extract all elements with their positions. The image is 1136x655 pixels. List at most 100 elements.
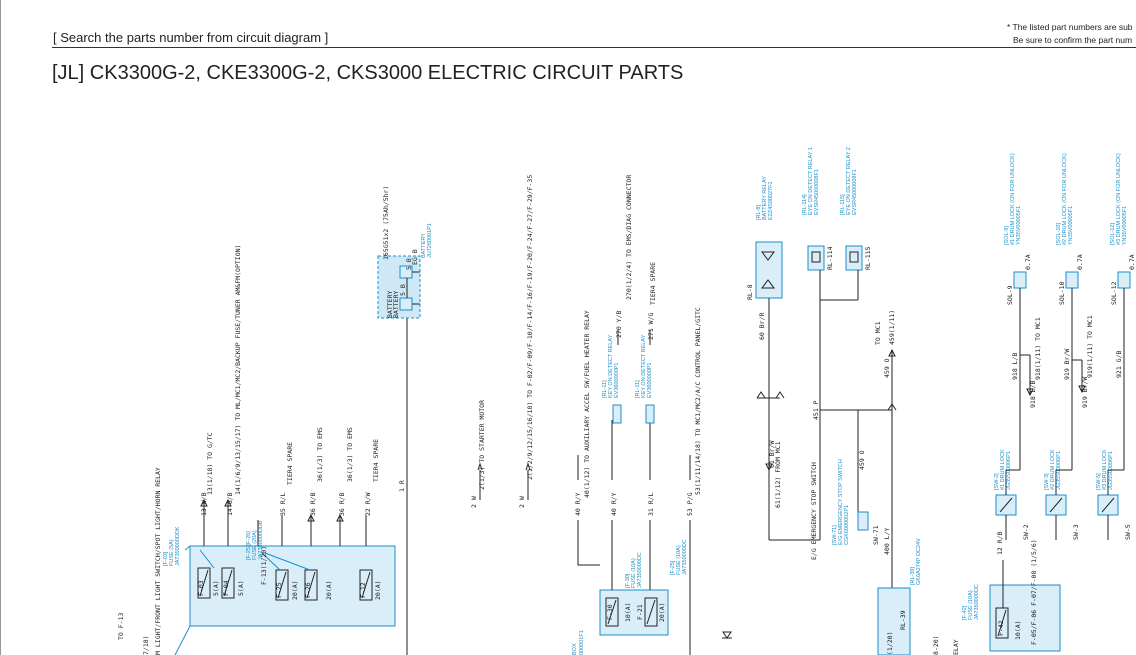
relay-glyphs [761,251,859,289]
relay-RL8-tag: [RL-8] [756,205,762,220]
relay-keyon-2-tag: [RL-11] [635,380,641,398]
battery-5b-b: 5 B [405,258,413,270]
solenoid-SOL10-tag: [SOL-10] [1056,223,1062,245]
relay-RL39-tag: [RL-39] [910,566,916,585]
battery-eg-b: EG B [411,249,419,265]
fuse-tag-2-id: [F-25][F-26] [246,531,252,560]
wire-918-lb-b: 918 L/B [1029,381,1037,408]
wire-emergency-stop: E/G EMERGENCY STOP SWITCH [810,462,818,560]
solenoid-wires [1019,288,1125,470]
wire-36-to-ems-b: 36(1/3) TO EMS [346,427,354,482]
fuse-F21-rating: 20(A) [658,602,666,622]
wire-61-from-mc1: 61(1/12) FROM MC1 [774,441,782,508]
fuse-F03-id: F-03 [197,580,205,596]
switch-SW3-part: JG35S00006P1 [1056,451,1062,490]
fuse-F21[interactable] [644,597,658,627]
header-rule [52,47,1136,48]
fuse-F04-id: F-04 [222,580,230,596]
relay-RL115-name: EYE ON DETECT RELAY 2 [846,147,852,215]
relay-RL114-tag: [RL-114] [802,194,808,215]
solenoid-SOL9[interactable] [1013,271,1027,289]
solenoid-SOL12[interactable] [1117,271,1131,289]
switch-SW2-part: JG35S00006P1 [1006,451,1012,490]
relay-keyon-1-tag: [RL-11] [602,380,608,398]
relay-RL115-part: EVSR45000008F1 [852,169,858,215]
solenoid-SOL10-name: #2 DRUM LOCK (ON FOR UNLOCK) [1062,153,1068,245]
wire-36-to-ems-a: 36(1/3) TO EMS [316,427,324,482]
relay-keyon-2[interactable] [645,404,655,424]
wire-918-to-mc1: 918(1/11) TO MC1 [1034,317,1042,380]
fuse-glyphs [199,569,371,599]
fuse-F30-tag: [F-30] [625,573,631,588]
wire-35-rl: 35 R/L [279,492,287,516]
relay-keyon-1[interactable] [612,404,622,424]
diode-center [722,631,732,639]
wire-14-gb: 14 G/B [226,492,234,516]
fuse-box-main [189,545,396,627]
wire-36-rb-b: 36 R/B [338,492,346,516]
fuse-F25-tag: [F-25] [670,560,676,575]
fuse-F30[interactable] [605,597,619,627]
fuse-F03[interactable] [197,567,211,599]
wire-53-to-mc1: 53(1/11/14/18) TO MC1/MC2/A/C CONTROL PA… [694,307,702,495]
fuse-F42-name: FUSE (10A) [968,590,974,620]
switch-SW71-ref: SW-71 [872,525,880,545]
wire-14-to-ml: 14(1/6/9/13/15/17) TO ML/MC1/MC2/BACKUP … [234,245,242,495]
switch-SW3-name: #2 DRUM LOCK [1050,449,1056,490]
solenoid-SOL9-name: #1 DRUM LOCK (ON FOR UNLOCK) [1010,153,1016,245]
switch-SW2-name: #1 DRUM LOCK [1000,449,1006,490]
battery-5b-a: 5 B [399,284,407,296]
fuse-F26[interactable] [304,569,318,601]
wire-918-lb-a: 918 L/B [1011,353,1019,380]
drum-switch-wires [999,469,1124,540]
relay-keyon-2-name: KEY ON DETECT RELAY [641,334,647,398]
wire-40-ry-a: 40 R/Y [574,492,582,516]
wire-53-pg: 53 P/G [686,492,694,516]
switch-SW71[interactable] [857,511,869,531]
fuse-F30-id: F-30 [606,604,614,620]
relay-RL39-name: GK6A274P DC24V [916,538,922,585]
wire-2-to-starter: 2(1/3) TO STARTER MOTOR [478,400,486,490]
fuse-F25[interactable] [275,569,289,601]
solenoid-SOL10-spec: 0.7A [1076,254,1084,270]
relay-RL39[interactable] [877,587,911,655]
fuse-F42-extra: F-05/F-06 F-07/F-08 (1/5/6) [1030,539,1038,645]
relay-keyon-1-name: KEY ON DETECT RELAY [608,334,614,398]
wire-61-brw: 61 Br/W [768,441,776,468]
fuse-F26-id: F-26 [304,582,312,598]
relay-RL114[interactable] [807,245,825,271]
wire-459-1-11: 459(1/11) [888,310,896,345]
solenoid-SOL12-part: YN35V00005F1 [1122,206,1128,245]
misc-box: BOX [572,643,578,655]
battery-spec: 165G51x2 (75Ah/5hr) [382,186,390,260]
battery-wires [406,271,420,305]
switch-SW2-ref: SW-2 [1022,524,1030,540]
solenoid-SOL12-spec: 0.7A [1128,254,1136,270]
switch-SW71-tag: [SW-71] [832,525,838,545]
solenoid-SOL9-part: YN35V00005F1 [1016,206,1022,245]
misc-1-20: (1/20) [886,632,894,655]
fuse-F04[interactable] [221,567,235,599]
fuse-box-F42 [989,584,1061,652]
fuse-F42-glyph [997,560,1007,637]
relay-RL114-ref: RL-114 [826,246,834,270]
left-border [0,0,1,655]
fuse-F42[interactable] [995,607,1009,639]
wire-7-18: 7/18) [142,635,150,655]
wire-270-to-ems: 270(1/2/4) TO EMS/DIAG CONNECTOR [625,175,633,300]
fuse-F25-part: JA7350000DC [682,539,688,575]
solenoid-SOL12-name: #3 DRUM LOCK (ON FOR UNLOCK) [1116,153,1122,245]
fuse-tag-2-name: FUSE (20A) [252,530,258,560]
relay-RL8[interactable] [755,241,783,299]
relay-RL115[interactable] [845,245,863,271]
fuse-tag-1-name: FUSE (5A) [169,539,175,566]
battery-box [377,255,421,319]
fuse-F12-id: F-12 [359,582,367,598]
battery-cell-2[interactable] [399,297,413,311]
wire-13-to-gitc: 13(1/18) TO G/TC [206,432,214,495]
wire-919-brw-a: 919 Br/W [1063,349,1071,380]
wire-921-gb: 921 G/B [1115,351,1123,378]
switch-SW5-tag: [SW-5] [1096,473,1102,490]
fuse-F12[interactable] [359,569,373,601]
solenoid-SOL10[interactable] [1065,271,1079,289]
